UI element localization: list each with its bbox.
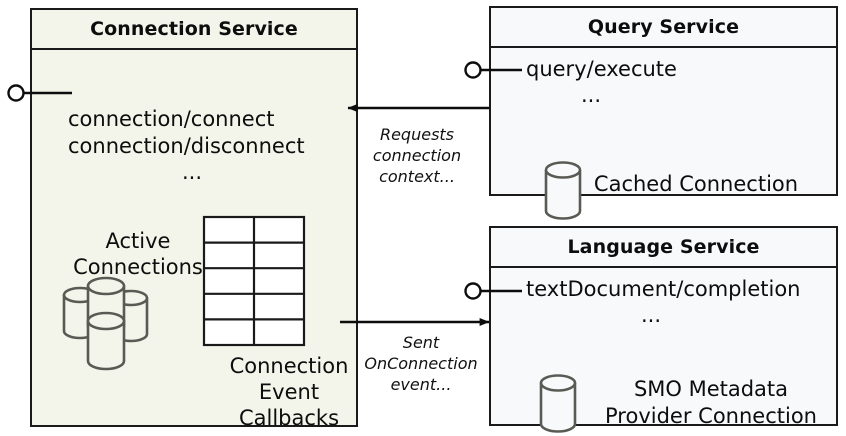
operation-textdocument-completion: textDocument/completion [526,277,801,301]
component-body-query-service: query/execute ... Cached Connection [491,48,836,220]
operation-list-query-service: query/execute ... [491,56,836,108]
component-body-language-service: textDocument/completion ... SMO Metadata… [491,268,836,433]
lollipop-interface-icon-language-service[interactable] [464,282,523,300]
component-body-connection-service: connection/connect connection/disconnect… [32,50,356,430]
database-cylinder-icon [544,161,582,220]
lollipop-interface-icon-connection-service[interactable] [7,84,73,102]
component-title-connection-service: Connection Service [32,10,356,50]
artifact-label-smo-metadata-provider-connection: SMO Metadata Provider Connection [605,377,817,428]
edge-label-requests-connection-context: Requests connection context... [372,125,462,186]
component-language-service[interactable]: Language Service textDocument/completion… [489,226,838,433]
component-query-service[interactable]: Query Service query/execute ... Cached C… [489,6,838,220]
operation-list-connection-service: connection/connect connection/disconnect… [32,106,356,185]
artifact-label-connection-event-callbacks: Connection Event Callbacks [229,354,349,430]
operation-connection-disconnect: connection/disconnect [68,134,305,158]
operation-query-execute: query/execute [526,57,677,81]
operation-ellipsis-query-service: ... [581,83,602,107]
operation-connection-connect: connection/connect [68,107,275,131]
database-cylinder-icon [539,374,577,433]
operation-list-language-service: textDocument/completion ... [491,276,836,328]
lollipop-interface-icon-query-service[interactable] [464,61,523,79]
multi-database-cylinder-icon [62,276,149,371]
artifact-label-cached-connection: Cached Connection [593,172,799,196]
component-title-language-service: Language Service [491,228,836,268]
table-grid-icon [202,215,306,347]
component-title-query-service: Query Service [491,8,836,48]
operation-ellipsis-connection-service: ... [181,160,203,184]
edge-label-sent-onconnection-event: Sent OnConnection event... [364,333,478,394]
operation-ellipsis-language-service: ... [641,303,662,327]
artifact-label-active-connections: Active Connections [73,229,203,279]
component-connection-service[interactable]: Connection Service connection/connect co… [30,8,358,430]
